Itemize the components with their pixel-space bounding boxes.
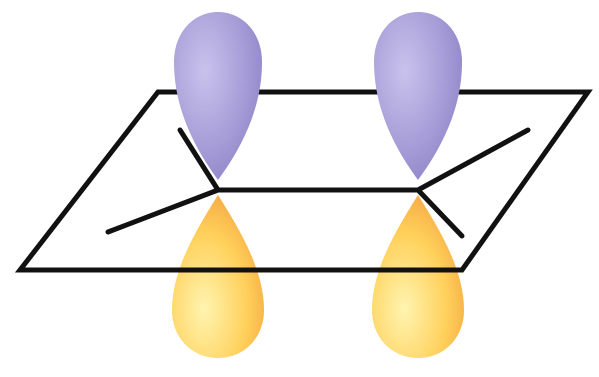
p-orbital-lower-lobe-left	[172, 195, 264, 358]
p-orbital-upper-lobe-left	[174, 12, 262, 180]
upper-lobes	[174, 12, 462, 180]
bond-right-lower	[415, 187, 465, 239]
bond-left-upper	[177, 127, 221, 193]
lower-lobes	[172, 195, 464, 358]
bond-left-lower	[105, 187, 221, 235]
molecular-plane	[14, 89, 593, 273]
p-orbital-lower-lobe-right	[372, 195, 464, 358]
sigma-bond-framework	[105, 127, 531, 239]
p-orbital-upper-lobe-right	[374, 12, 462, 180]
bond-right-upper	[415, 127, 531, 193]
